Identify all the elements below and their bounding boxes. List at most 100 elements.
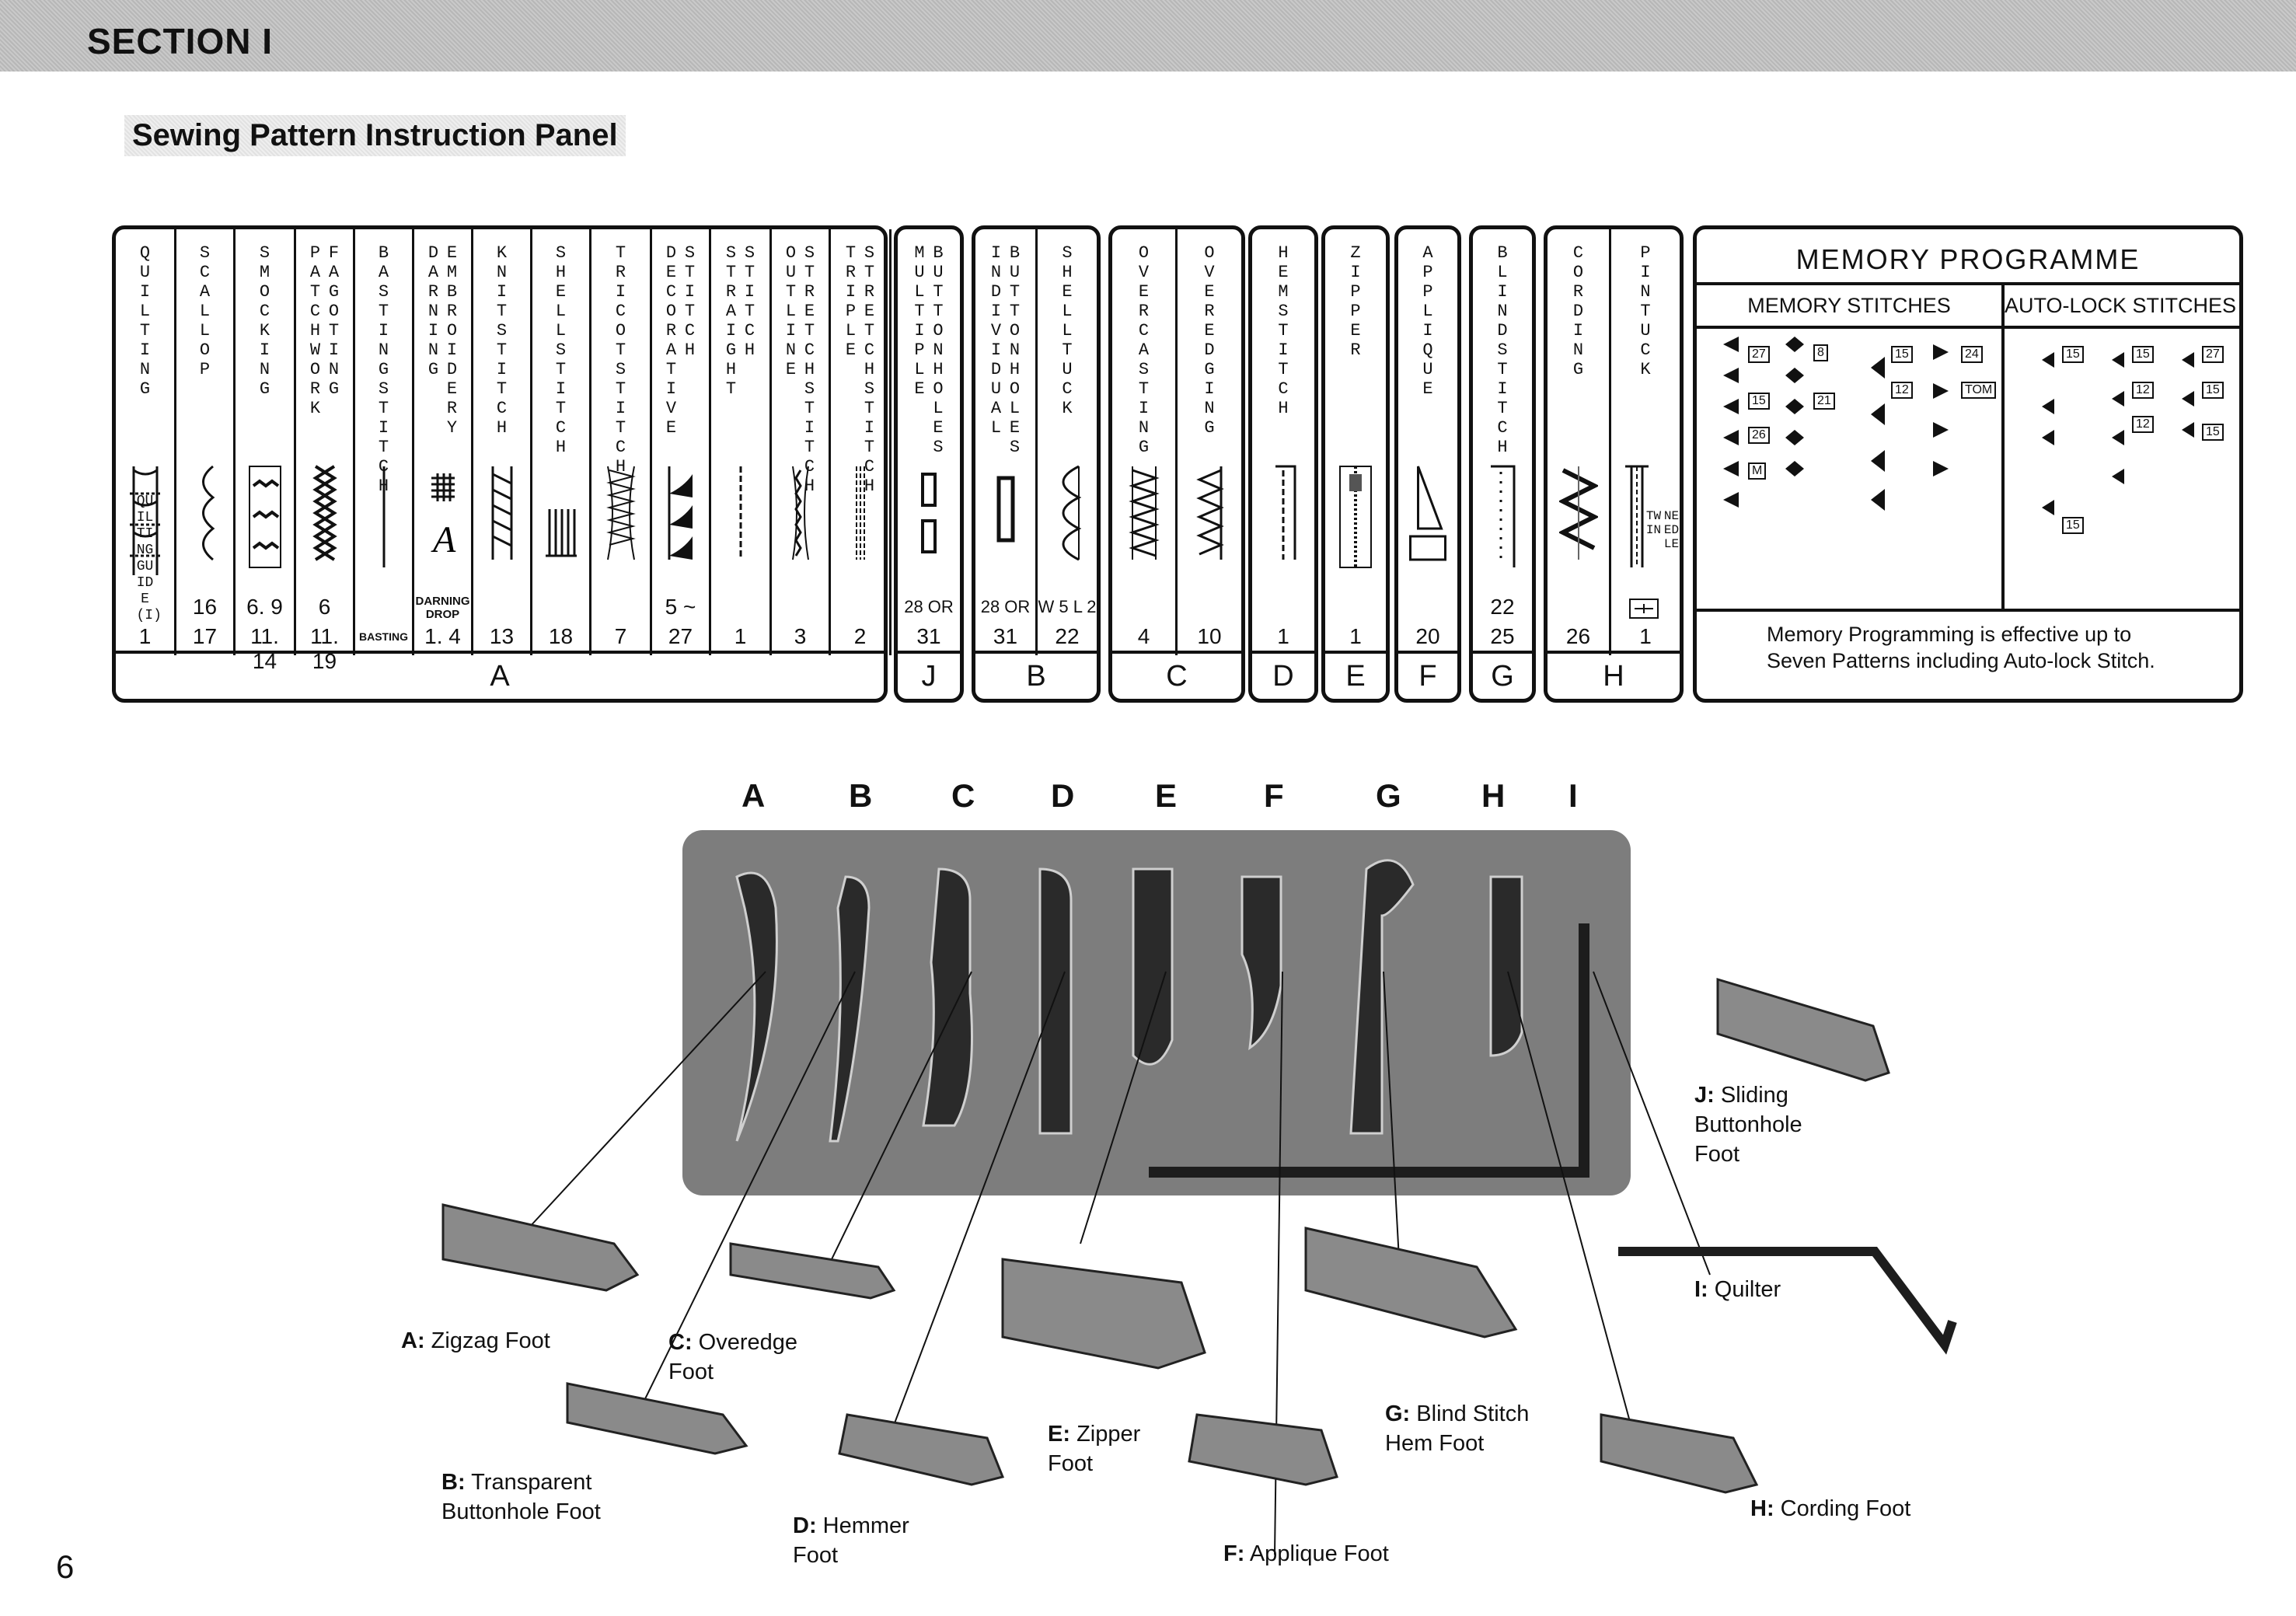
column-basting: BASTING STITCH BASTING	[355, 229, 414, 655]
foot-letter: G	[1376, 777, 1401, 814]
memory-badge: 24	[1961, 346, 1983, 363]
column-scallop: SCALLOP 16 17	[176, 229, 236, 655]
foot-letter: I	[1568, 777, 1578, 814]
column-label: STITCH	[744, 243, 755, 360]
column-label: APPLIQUE	[1422, 243, 1433, 399]
memory-note: Memory Programming is effective up to Se…	[1697, 609, 2239, 683]
foot-key: J:	[1694, 1083, 1715, 1108]
group-footer: F	[1398, 651, 1457, 699]
group-footer: A	[116, 651, 884, 699]
scallop-icon	[201, 465, 215, 561]
column-overedging: OVEREDGING 10	[1178, 229, 1241, 655]
memory-badge: 27	[1748, 346, 1770, 363]
foot-key: I:	[1694, 1277, 1708, 1302]
decorative-stitch-icon	[668, 466, 693, 560]
darning-icon: A	[431, 473, 456, 560]
column-label: BUTTONHOLES	[1009, 243, 1021, 457]
zipper-foot-illustration	[1001, 1258, 1206, 1370]
pattern-number: 31	[993, 624, 1018, 648]
section-title: SECTION I	[87, 21, 274, 61]
pattern-number: 4	[1137, 624, 1150, 648]
column-shell-stitch: SHELL STITCH 18	[532, 229, 591, 655]
foot-name: Transparent Buttonhole Foot	[441, 1470, 601, 1524]
auto-lock-stitches-header: AUTO-LOCK STITCHES	[2004, 293, 2237, 317]
shell-tuck-icon	[1062, 465, 1082, 561]
memory-programme-box: MEMORY PROGRAMME MEMORY STITCHES AUTO-LO…	[1693, 225, 2243, 703]
pattern-number: 17	[192, 624, 218, 648]
pattern-number: 27	[668, 624, 693, 648]
column-label: HEM STITCH	[1278, 243, 1289, 418]
foot-letter: A	[741, 777, 766, 814]
darning-drop-tag: DARNING DROP	[415, 595, 470, 621]
column-label: PATCH WORK	[309, 243, 321, 418]
autolock-badge: 15	[2202, 424, 2224, 441]
pintuck-icon	[1625, 465, 1649, 567]
pattern-number: 22	[1055, 624, 1080, 648]
column-smocking: SMOCKING 6. 9 11. 14	[236, 229, 296, 673]
pattern-number: 28 OR	[904, 597, 954, 616]
page-number: 6	[56, 1548, 75, 1585]
autolock-badge: 12	[2132, 382, 2154, 399]
column-cording: CORDING 26	[1548, 229, 1611, 655]
foot-key: G:	[1385, 1401, 1411, 1426]
column-applique: APPLIQUE 20	[1398, 229, 1457, 655]
column-zipper: ZIPPER 1	[1325, 229, 1386, 655]
quilting-guide-label: QUILTING GUIDE (I)	[136, 494, 162, 623]
zipper-icon	[1339, 466, 1372, 568]
foot-name: Applique Foot	[1249, 1541, 1389, 1566]
foot-key: B:	[441, 1470, 466, 1495]
overedging-icon	[1196, 466, 1224, 560]
group-footer: J	[898, 651, 960, 699]
foot-label-e: E: Zipper Foot	[1048, 1419, 1188, 1478]
straight-stitch-icon	[739, 466, 741, 560]
autolock-badge: 15	[2202, 382, 2224, 399]
pattern-number: 25	[1490, 624, 1515, 648]
column-blind-stitch: BLIND STITCH 22 25	[1473, 229, 1532, 655]
pattern-number: 10	[1197, 624, 1222, 648]
stitch-group-g: BLIND STITCH 22 25 G	[1469, 225, 1536, 703]
column-label: STRETCH STITCH	[864, 243, 875, 496]
quilter-bar-illustration	[1618, 1247, 1957, 1355]
pattern-number: 16	[192, 595, 218, 619]
pattern-number: 20	[1415, 624, 1440, 648]
column-label: DECORATIVE	[665, 243, 677, 438]
column-label: DARNING	[427, 243, 439, 379]
autolock-badge: 12	[2132, 416, 2154, 433]
column-tricot-stitch: TRICOT STITCH 7	[591, 229, 652, 655]
pattern-number: 28 OR	[980, 597, 1031, 616]
column-label: INDIVIDUAL	[990, 243, 1002, 438]
column-label: PINTUCK	[1640, 243, 1651, 379]
column-label: SMOCKING	[259, 243, 270, 399]
column-label: ZIPPER	[1350, 243, 1361, 360]
foot-name: Quilter	[1714, 1277, 1781, 1302]
pattern-number: 6	[318, 595, 331, 619]
column-label: BUTTONHOLES	[933, 243, 944, 457]
foot-label-f: F: Applique Foot	[1223, 1539, 1394, 1569]
pattern-number: 31	[916, 624, 941, 648]
pattern-number: 1	[734, 624, 747, 648]
foot-name: Blind Stitch Hem Foot	[1385, 1401, 1530, 1456]
tray-feet-illustration	[735, 859, 1589, 1178]
pattern-number: 13	[489, 624, 515, 648]
column-label: CORDING	[1572, 243, 1584, 379]
group-footer: E	[1325, 651, 1386, 699]
memory-badge: 15	[1748, 393, 1770, 410]
pattern-number: 22	[1490, 595, 1515, 619]
individual-buttonhole-icon	[996, 476, 1014, 543]
foot-name: Zigzag Foot	[431, 1328, 550, 1353]
group-footer: G	[1473, 651, 1532, 699]
overcasting-icon	[1128, 466, 1160, 560]
stitch-group-f: APPLIQUE 20 F	[1394, 225, 1461, 703]
foot-label-d: D: Hemmer Foot	[793, 1511, 956, 1570]
shell-stitch-icon	[545, 509, 577, 557]
column-label: TRICOT STITCH	[615, 243, 626, 476]
twin-label: TWIN	[1645, 509, 1662, 537]
